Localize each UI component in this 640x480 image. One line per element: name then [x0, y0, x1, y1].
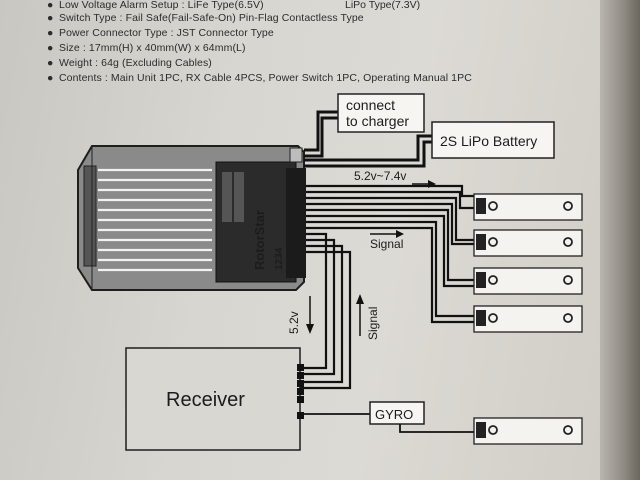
up-arrowhead: [356, 294, 364, 304]
servo-4: [473, 305, 583, 333]
gyro-box: GYRO: [369, 401, 425, 425]
servo-1: [473, 193, 583, 221]
spec-line-alarm-lipo: LiPo Type(7.3V): [345, 0, 421, 11]
power-leads: [304, 110, 432, 168]
spec-line-switch: ●Switch Type : Fail Safe(Fail-Safe-On) P…: [47, 12, 364, 24]
gyro-output-lead: [399, 424, 478, 433]
battery-box: 2S LiPo Battery: [431, 121, 555, 159]
signal-arrowhead: [396, 230, 404, 238]
down-arrowhead: [306, 324, 314, 334]
servo-gyro: [473, 417, 583, 445]
spec-line-contents: ●Contents : Main Unit 1PC, RX Cable 4PCS…: [47, 72, 472, 84]
spec-line-connector: ●Power Connector Type : JST Connector Ty…: [47, 27, 274, 39]
heatsink-fins: [98, 168, 212, 272]
main-unit: RotorStar 1234: [77, 145, 306, 291]
charger-box: connect to charger: [337, 93, 425, 133]
page-edge-shadow: [600, 0, 640, 480]
gyro-label: GYRO: [375, 407, 413, 422]
spec-line-alarm: ●Low Voltage Alarm Setup : LiFe Type(6.5…: [47, 0, 264, 11]
receiver-signal-label: Signal: [366, 307, 380, 340]
receiver-voltage-label: 5.2v: [287, 311, 301, 334]
receiver-box: Receiver: [125, 347, 304, 451]
charger-label-line1: connect: [346, 97, 395, 113]
servo-leads: [306, 184, 478, 324]
charger-label-line2: to charger: [346, 113, 409, 129]
receiver-label: Receiver: [166, 389, 245, 411]
unit-brand: RotorStar: [252, 210, 267, 270]
unit-ports-label: 1234: [274, 247, 285, 270]
signal-label: Signal: [370, 237, 403, 251]
receiver-leads: [300, 232, 352, 390]
voltage-range-label: 5.2v~7.4v: [354, 169, 406, 183]
spec-line-size: ●Size : 17mm(H) x 40mm(W) x 64mm(L): [47, 42, 246, 54]
servo-3: [473, 267, 583, 295]
servo-2: [473, 229, 583, 257]
spec-line-weight: ●Weight : 64g (Excluding Cables): [47, 57, 212, 69]
battery-label: 2S LiPo Battery: [440, 133, 537, 149]
